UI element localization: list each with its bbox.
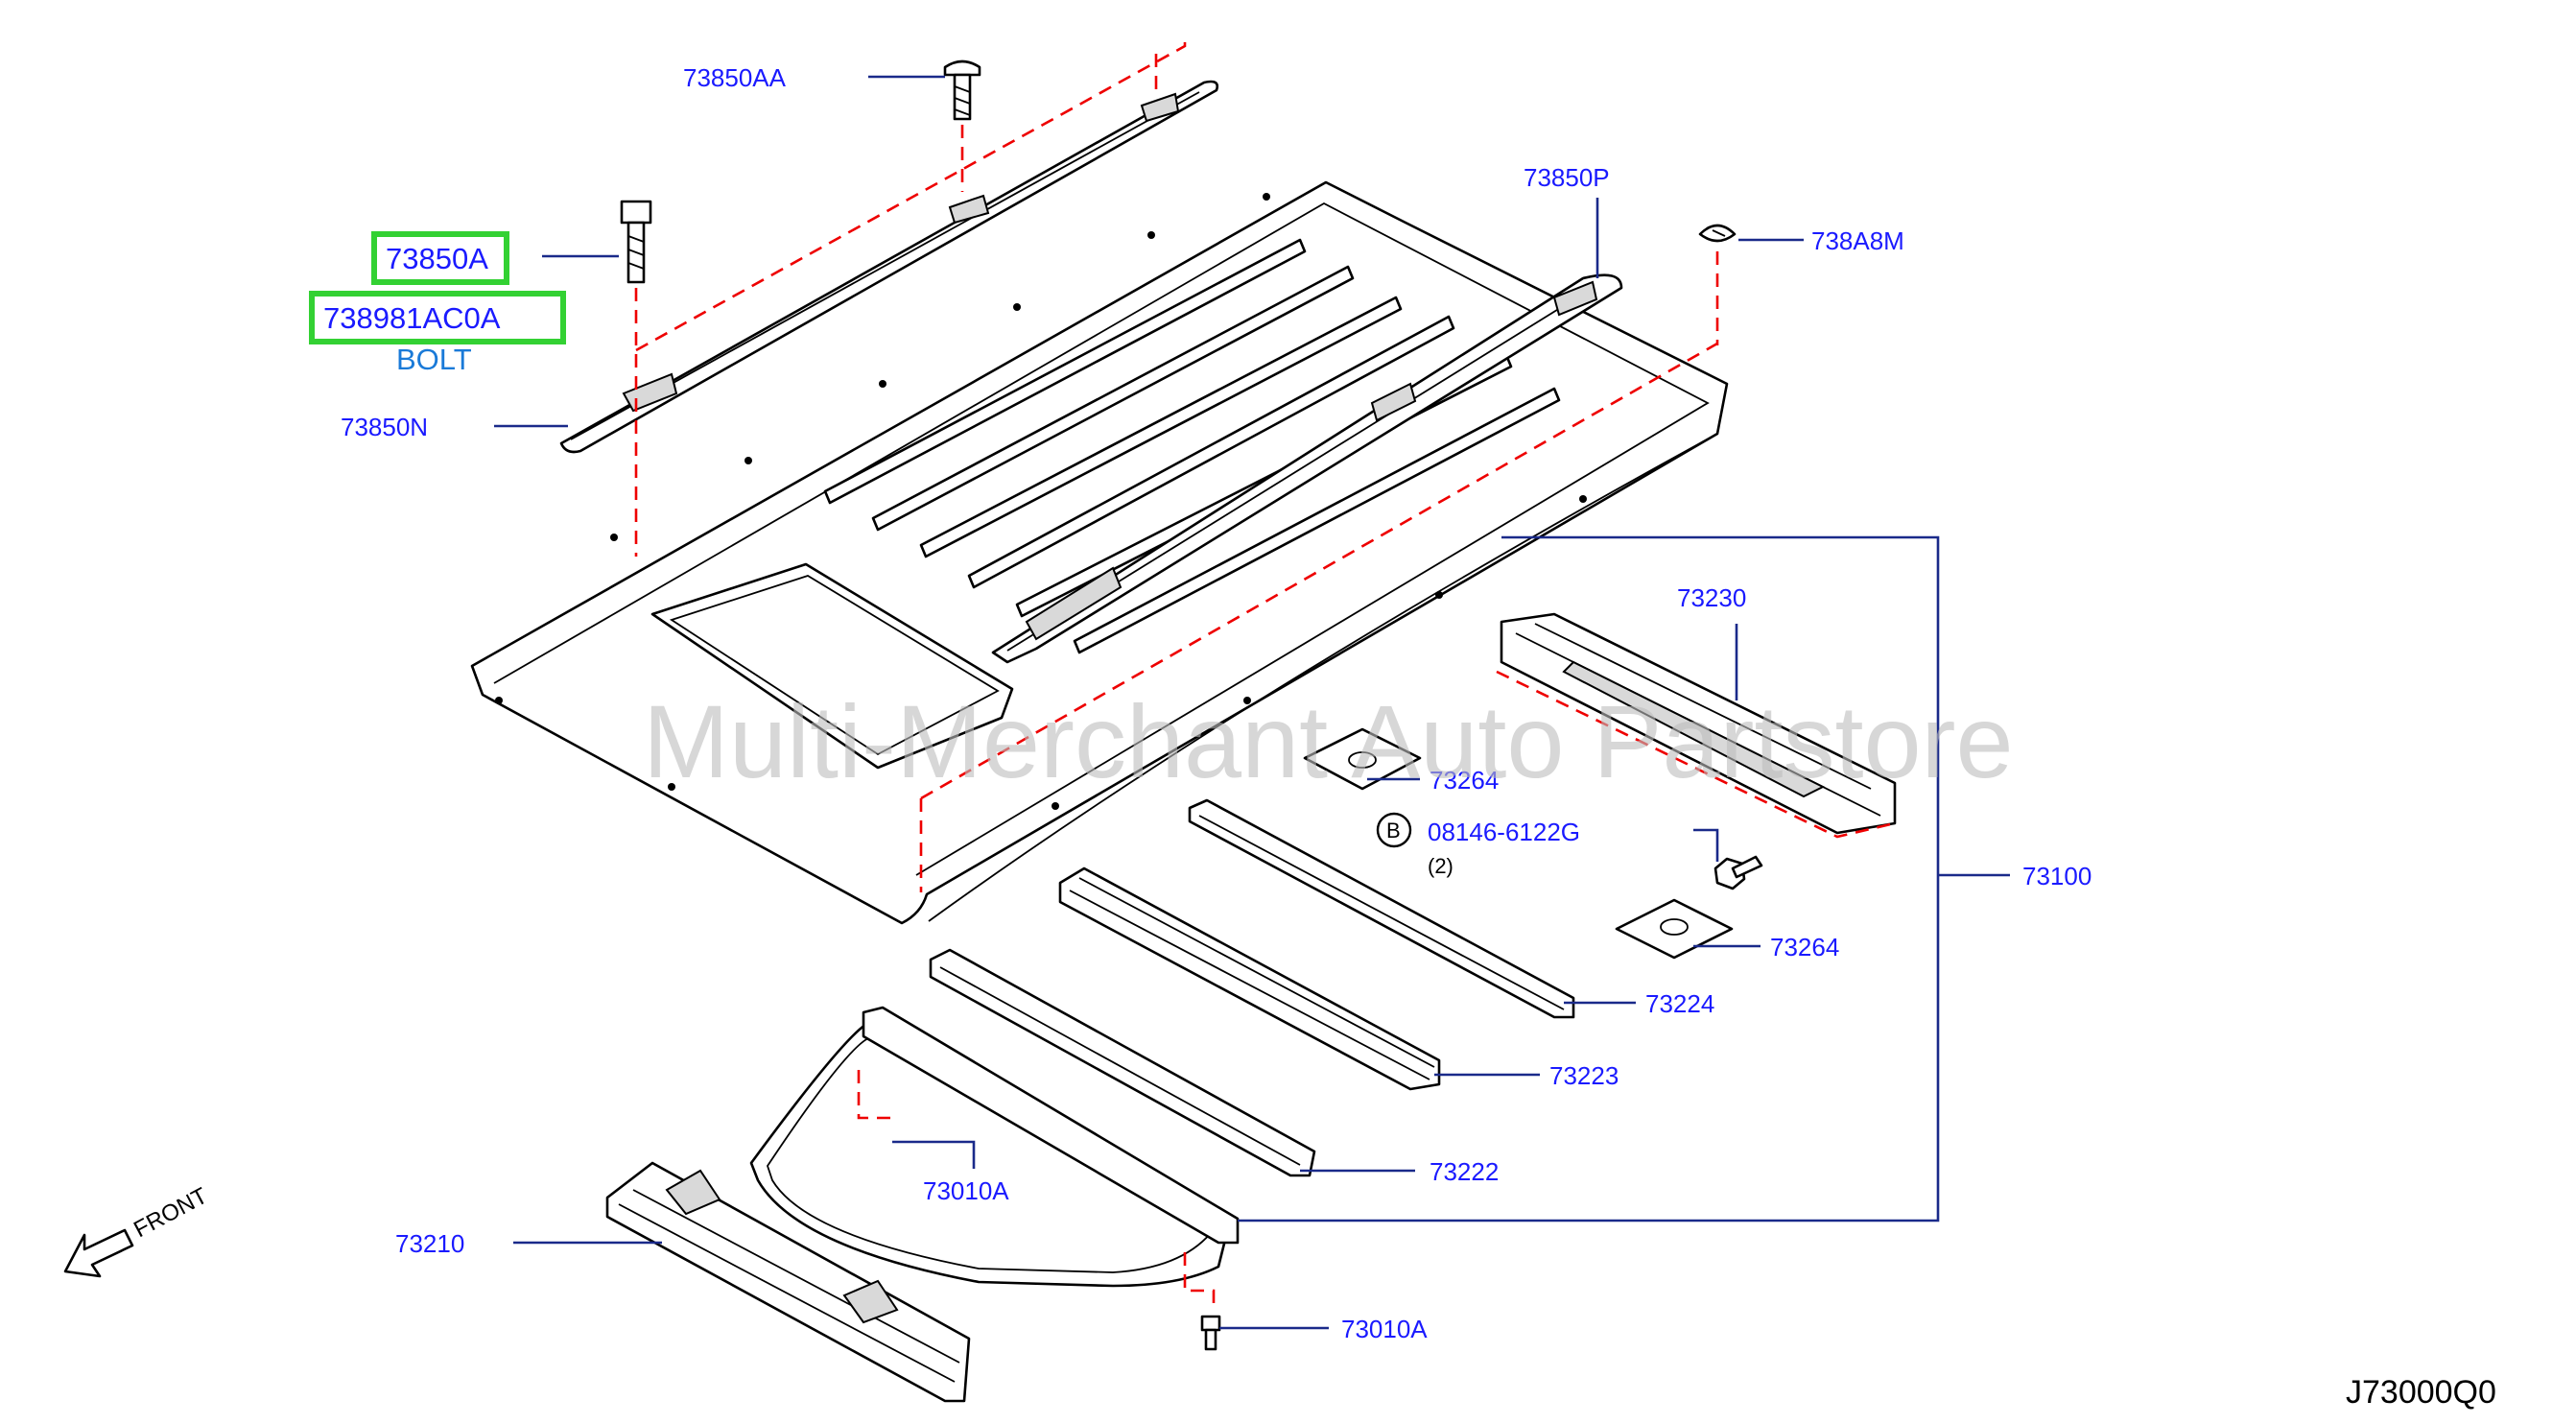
- highlight-box-738981AC0A: [309, 291, 566, 344]
- label-73010A-lower: 73010A: [1341, 1315, 1428, 1343]
- label-73222: 73222: [1430, 1157, 1499, 1186]
- bow-73223: [1058, 866, 1441, 1091]
- watermark: Multi-Merchant Auto Partstore: [643, 683, 2014, 799]
- label-b-symbol: B: [1386, 819, 1401, 843]
- shim-73264-upper: [1303, 727, 1422, 791]
- roof-rail-right: [991, 273, 1623, 664]
- label-73850P: 73850P: [1524, 163, 1610, 192]
- label-front: FRONT: [130, 1182, 212, 1243]
- bow-73224: [1188, 798, 1575, 1019]
- assembly-guides: [634, 36, 1896, 1310]
- label-73010A-upper: 73010A: [923, 1176, 1009, 1205]
- clip-738A8M: [1698, 224, 1737, 243]
- label-738981AC0A: 738981AC0A: [323, 301, 501, 335]
- bolt-73010A-lower: [1200, 1315, 1221, 1351]
- label-73850AA: 73850AA: [683, 63, 787, 92]
- label-73264-lower: 73264: [1770, 933, 1839, 961]
- highlight-box-73850A: [371, 231, 509, 285]
- diagram-code: J73000Q0: [2346, 1374, 2496, 1411]
- leader-lines: [494, 75, 2010, 1330]
- sunroof-frame-73210: [749, 1006, 1240, 1288]
- label-08146-6122G: 08146-6122G: [1428, 818, 1580, 846]
- label-73100: 73100: [2022, 862, 2092, 890]
- front-rail-73210: [605, 1161, 971, 1403]
- bolt-08146-6122G: [1713, 855, 1763, 890]
- label-73224: 73224: [1645, 989, 1714, 1018]
- label-73223: 73223: [1549, 1061, 1619, 1090]
- reinforcement-73230: [1500, 612, 1897, 835]
- label-73264-upper: 73264: [1430, 766, 1499, 795]
- label-73230: 73230: [1677, 583, 1746, 612]
- bow-73222: [929, 948, 1316, 1177]
- label-08146-qty: (2): [1428, 854, 1453, 878]
- b-symbol-circle: [1376, 812, 1412, 848]
- label-73850N: 73850N: [341, 413, 428, 441]
- bolt-73850AA: [943, 59, 981, 121]
- front-arrow-icon: [63, 1228, 134, 1278]
- roof-rivets: [495, 193, 1587, 810]
- bolt-73850A: [620, 200, 652, 284]
- label-73850A: 73850A: [386, 242, 488, 275]
- label-73210: 73210: [395, 1229, 464, 1258]
- shim-73264-lower: [1615, 898, 1734, 960]
- label-bolt: BOLT: [396, 343, 472, 376]
- roof-rail-left: [559, 80, 1218, 454]
- label-738A8M: 738A8M: [1811, 226, 1904, 255]
- roof-panel: [470, 180, 1729, 925]
